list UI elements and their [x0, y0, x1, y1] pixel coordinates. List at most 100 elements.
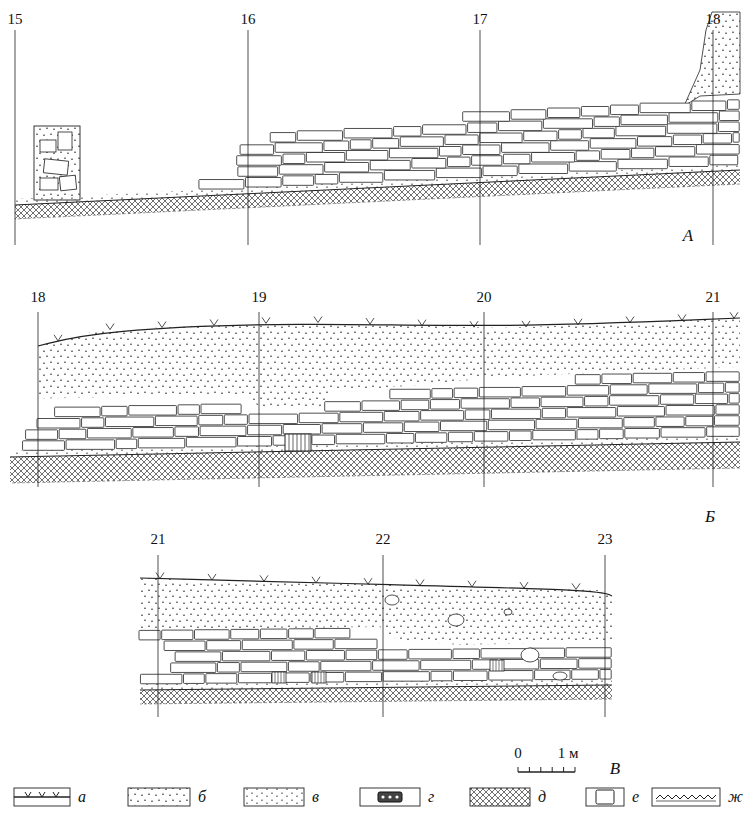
slab-dot	[388, 795, 391, 798]
loose-stone	[504, 609, 512, 615]
turf-tick	[39, 792, 45, 797]
stone-block	[384, 411, 419, 421]
turf-tick	[312, 577, 320, 583]
stone-block	[686, 416, 713, 426]
picket-number: 18	[31, 290, 46, 305]
turf-tick	[730, 312, 738, 318]
stone-block	[511, 398, 539, 408]
stone-block	[350, 140, 371, 150]
stone-block	[401, 400, 429, 410]
stone-block	[345, 672, 381, 682]
scale-bar	[518, 767, 575, 772]
stone-block	[453, 649, 479, 659]
stone-block	[453, 671, 487, 681]
stone-block	[733, 133, 739, 143]
stone-block	[625, 429, 660, 439]
turf-tick	[208, 574, 216, 580]
stone-block	[404, 422, 439, 432]
stone-block	[447, 157, 470, 167]
stone-block	[575, 375, 600, 385]
stone-block	[178, 405, 199, 415]
stone-block	[306, 153, 344, 163]
section-panel	[10, 312, 740, 487]
stone-block	[415, 433, 446, 443]
grate-bar	[502, 660, 503, 671]
backfill-layer	[38, 318, 740, 409]
stone-block	[601, 150, 630, 160]
stone-block	[270, 133, 295, 143]
stone-block	[138, 438, 184, 448]
stone-block	[695, 394, 727, 404]
legend-swatch	[360, 788, 420, 806]
grate-bar	[496, 660, 497, 671]
stone-block	[479, 387, 520, 397]
masonry-wall	[23, 372, 740, 450]
stone-block	[59, 175, 76, 191]
stone-block	[696, 145, 739, 155]
stone-block	[618, 159, 667, 169]
picket-line	[713, 30, 714, 245]
stone-block	[474, 432, 508, 442]
stone-block	[454, 388, 478, 398]
stone-block	[87, 428, 131, 438]
stone-block	[600, 429, 624, 439]
stone-block	[248, 425, 282, 435]
stone-block	[217, 663, 239, 673]
grate-symbol	[490, 660, 504, 671]
stone-block	[102, 406, 127, 416]
panel-letter: В	[610, 760, 620, 777]
stone-block	[706, 372, 739, 382]
turf-tick	[54, 335, 62, 341]
stone-block	[175, 427, 199, 437]
stone-block	[242, 640, 292, 650]
stone-block	[710, 155, 738, 165]
stone-block	[394, 127, 421, 137]
turf-tick	[106, 324, 114, 330]
slab-symbol	[378, 792, 402, 802]
stone-block	[288, 662, 319, 672]
stone-block	[275, 143, 322, 153]
stone-block	[445, 135, 478, 145]
stone-block	[569, 162, 616, 172]
grate-bar	[293, 434, 294, 451]
section-panel	[139, 555, 612, 717]
picket-line	[713, 312, 714, 487]
scale-tick	[563, 767, 564, 772]
picket-line	[15, 30, 16, 245]
stone-block	[502, 143, 549, 153]
section-panel	[15, 12, 740, 245]
stone-block	[703, 134, 731, 144]
stone-block	[581, 106, 609, 116]
stone-block	[58, 132, 72, 150]
stone-block	[260, 629, 287, 639]
stone-block	[540, 659, 577, 669]
legend-swatch	[14, 788, 70, 806]
stone-block	[633, 373, 672, 383]
pillar-outline	[34, 126, 80, 200]
picket-line	[158, 555, 159, 717]
stone-block	[279, 165, 323, 175]
stone-block	[373, 661, 419, 671]
stone-block	[384, 170, 434, 180]
stone-block	[139, 630, 160, 640]
stone-block	[346, 650, 377, 660]
picket-number: 15	[8, 12, 23, 27]
stone-block	[43, 159, 68, 175]
stone-block	[324, 141, 349, 151]
grate-symbol	[312, 672, 326, 683]
stone-block	[370, 160, 410, 170]
stone-block	[283, 154, 305, 164]
stone-block	[617, 407, 664, 417]
stone-block	[362, 401, 400, 411]
stone-block	[37, 419, 80, 429]
stone-block	[430, 400, 459, 410]
stone-block	[40, 140, 56, 152]
stone-block	[409, 649, 452, 659]
stone-block	[577, 430, 598, 440]
stone-block	[673, 135, 701, 145]
stone-block	[576, 151, 599, 161]
stone-block	[26, 430, 58, 440]
stone-block	[727, 100, 739, 110]
stone-block	[289, 629, 314, 639]
